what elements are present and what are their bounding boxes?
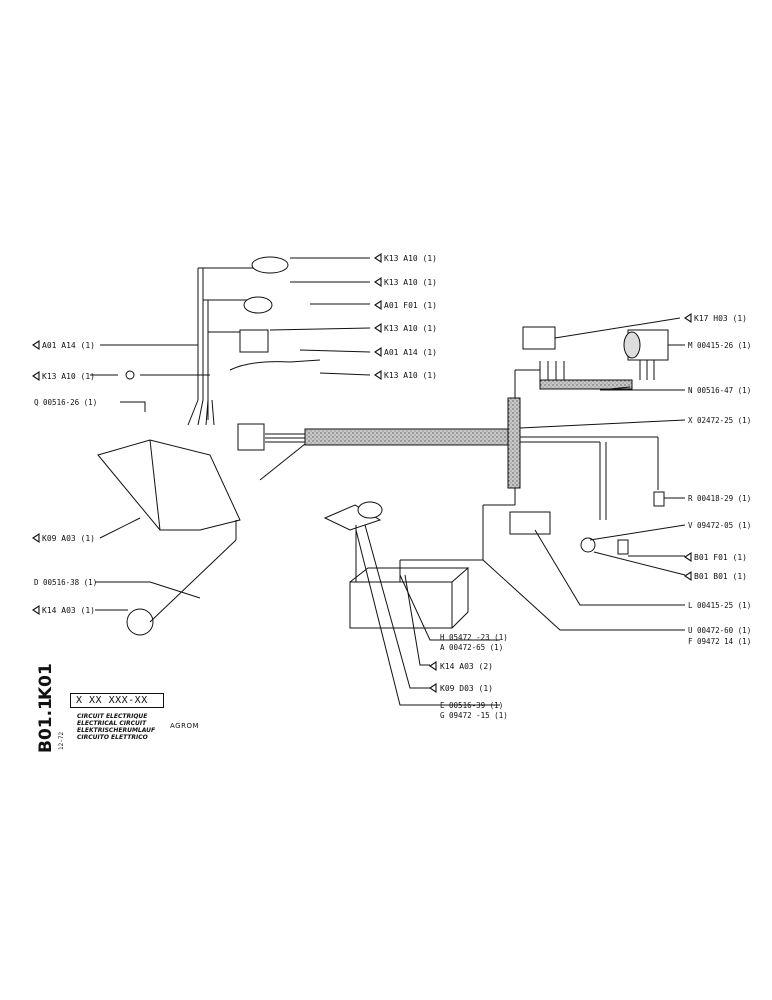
label-b01-f01: B01 F01 (1) — [694, 553, 747, 562]
label-f-09472-14: F 09472 14 (1) — [688, 637, 751, 646]
title-it: CIRCUITO ELETTRICO — [77, 734, 148, 741]
battery — [349, 581, 453, 629]
label-d-00516-38: D 00516-38 (1) — [34, 578, 97, 587]
label-u-00472-60: U 00472-60 (1) — [688, 626, 751, 635]
cover-box — [97, 439, 241, 531]
harness-trunk — [507, 397, 521, 489]
drawing-date: 12-72 — [58, 731, 65, 750]
title-de: ELEKTRISCHERUMLAUF — [77, 727, 156, 734]
label-k13-a10-1: K13 A10 (1) — [384, 254, 437, 263]
horn — [126, 608, 154, 636]
label-k14-a03-1: K14 A03 (1) — [42, 606, 95, 615]
sub-harness — [539, 379, 633, 390]
label-v-09472-05: V 09472-05 (1) — [688, 521, 751, 530]
label-k13-a10-2: K13 A10 (1) — [384, 278, 437, 287]
label-k09-a03: K09 A03 (1) — [42, 534, 95, 543]
starter — [509, 511, 551, 535]
connector-box — [522, 326, 556, 350]
label-q-00516-26: Q 00516-26 (1) — [34, 398, 97, 407]
label-k13-a10-4: K13 A10 (1) — [384, 371, 437, 380]
code-b01: B01.1 — [36, 698, 56, 753]
title-fr: CIRCUIT ELECTRIQUE — [77, 713, 148, 720]
label-r-00418-29: R 00418-29 (1) — [688, 494, 751, 503]
label-g-09472-15: G 09472 -15 (1) — [440, 711, 508, 720]
label-h-05472-23: H 05472 -23 (1) — [440, 633, 508, 642]
label-n-00516-47: N 00516-47 (1) — [688, 386, 751, 395]
label-a-00472-65: A 00472-65 (1) — [440, 643, 503, 652]
label-a01-f01: A01 F01 (1) — [384, 301, 437, 310]
label-m-00415-26: M 00415-26 (1) — [688, 341, 751, 350]
reference-number: X XX XXX-XX — [76, 695, 148, 706]
label-a01-a14-right: A01 A14 (1) — [384, 348, 437, 357]
reference-number-box: X XX XXX-XX — [70, 693, 164, 708]
label-l-00415-25: L 00415-25 (1) — [688, 601, 751, 610]
label-k09-d03: K09 D03 (1) — [440, 684, 493, 693]
label-k13-a10-3: K13 A10 (1) — [384, 324, 437, 333]
label-x-02472-25: X 02472-25 (1) — [688, 416, 751, 425]
model-name: AGROM — [170, 722, 200, 730]
label-k14-a03-2: K14 A03 (2) — [440, 662, 493, 671]
main-harness — [304, 428, 516, 446]
label-k17-h03: K17 H03 (1) — [694, 314, 747, 323]
title-en: ELECTRICAL CIRCUIT — [77, 720, 147, 727]
code-k01: K01 — [36, 663, 56, 700]
label-e-00516-39: E 00516-39 (1) — [440, 701, 503, 710]
label-k13-a10-left: K13 A10 (1) — [42, 372, 95, 381]
label-b01-b01: B01 B01 (1) — [694, 572, 747, 581]
label-a01-a14-left: A01 A14 (1) — [42, 341, 95, 350]
